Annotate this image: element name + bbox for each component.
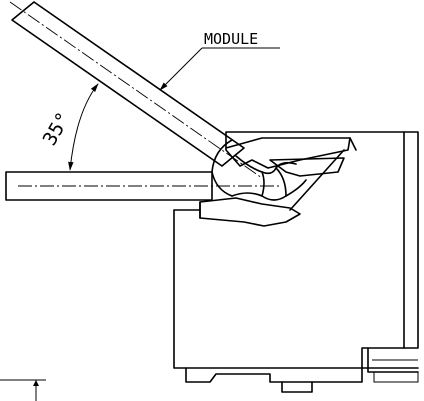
- lower-latch-section: [199, 197, 301, 227]
- upper-latch-section: [225, 137, 357, 211]
- angle-label: 35°: [39, 109, 75, 150]
- contact-terminal: [211, 139, 307, 201]
- module-tilted: [9, 1, 263, 179]
- pcb-reference: [0, 379, 46, 401]
- connector-housing: [173, 131, 419, 393]
- module-horizontal: [5, 171, 280, 201]
- module-leader: [159, 47, 280, 91]
- module-label: MODULE: [204, 30, 258, 48]
- angle-arc: [68, 83, 99, 171]
